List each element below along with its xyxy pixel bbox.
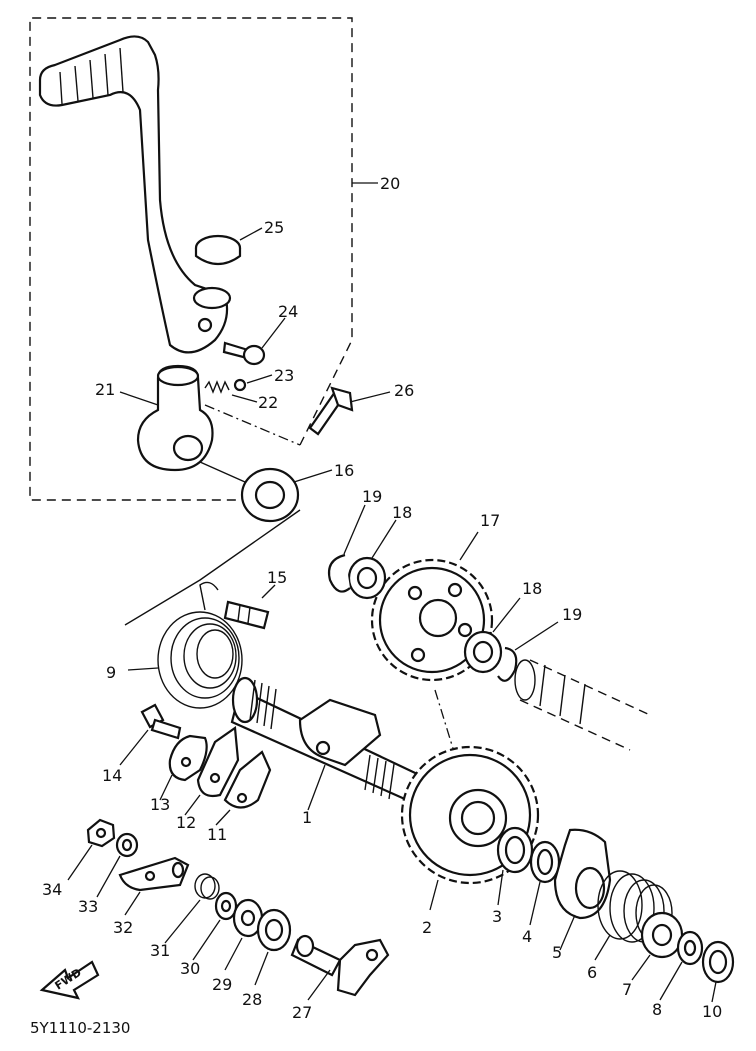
callout-18-lower: 18: [522, 579, 542, 598]
circlip: [497, 646, 518, 682]
plate: [168, 734, 208, 782]
callout-12: 12: [176, 813, 196, 832]
assembly-group-outline: [29, 17, 353, 501]
callout-21: 21: [95, 380, 115, 399]
callout-14: 14: [102, 766, 122, 785]
plate: [196, 726, 240, 798]
callout-19-lower: 19: [562, 605, 582, 624]
callout-18-upper: 18: [392, 503, 412, 522]
washer: [347, 556, 387, 600]
callout-15: 15: [267, 568, 287, 587]
circlip: [529, 840, 561, 884]
idle-gear: [370, 558, 494, 682]
torsion-spring: [157, 581, 243, 709]
callout-10: 10: [702, 1002, 722, 1021]
callout-23: 23: [274, 366, 294, 385]
callout-11: 11: [207, 825, 227, 844]
ball: [233, 378, 247, 392]
callout-33: 33: [78, 897, 98, 916]
callout-1: 1: [302, 808, 312, 827]
callout-25: 25: [264, 218, 284, 237]
callout-4: 4: [522, 927, 532, 946]
callout-31: 31: [150, 941, 170, 960]
shaft-end: [514, 659, 651, 751]
ratchet-lever: [290, 934, 390, 997]
kick-boss: [136, 364, 214, 472]
callout-13: 13: [150, 795, 170, 814]
bolt: [222, 341, 266, 366]
callout-17: 17: [480, 511, 500, 530]
callout-26: 26: [394, 381, 414, 400]
diagram-code: 5Y1110-2130: [30, 1019, 130, 1037]
kick-axle: [230, 676, 437, 810]
washer: [115, 832, 139, 858]
callout-16: 16: [334, 461, 354, 480]
washer: [214, 891, 238, 921]
bolt: [140, 703, 182, 740]
cap: [194, 234, 242, 266]
callout-20: 20: [380, 174, 400, 193]
bearing: [256, 908, 292, 952]
ratchet: [553, 828, 612, 920]
callout-28: 28: [242, 990, 262, 1009]
bolt-long: [308, 386, 354, 436]
washer: [463, 630, 503, 674]
callout-27: 27: [292, 1003, 312, 1022]
circlip: [327, 553, 351, 593]
callout-7: 7: [622, 980, 632, 999]
spring-guide: [223, 600, 270, 630]
washer: [640, 911, 684, 959]
callout-9: 9: [106, 663, 116, 682]
axis-line: [434, 689, 456, 756]
spring-small: [204, 380, 230, 394]
callout-32: 32: [113, 918, 133, 937]
callout-5: 5: [552, 943, 562, 962]
callout-8: 8: [652, 1000, 662, 1019]
callout-3: 3: [492, 907, 502, 926]
washer: [701, 940, 735, 984]
forward-arrow-icon: FWD: [39, 960, 100, 1000]
callout-29: 29: [212, 975, 232, 994]
callout-6: 6: [587, 963, 597, 982]
callout-34: 34: [42, 880, 62, 899]
circlip: [496, 826, 534, 874]
axis-line: [204, 404, 301, 446]
circlip: [676, 930, 704, 966]
callout-22: 22: [258, 393, 278, 412]
bracket: [118, 856, 190, 892]
oil-seal: [240, 467, 300, 523]
spring-small: [194, 873, 220, 900]
callout-30: 30: [180, 959, 200, 978]
callout-19-upper: 19: [362, 487, 382, 506]
nut: [86, 818, 116, 848]
callout-24: 24: [278, 302, 298, 321]
plate: [223, 750, 272, 809]
kick-crank-arm: [38, 35, 232, 354]
callout-2: 2: [422, 918, 432, 937]
